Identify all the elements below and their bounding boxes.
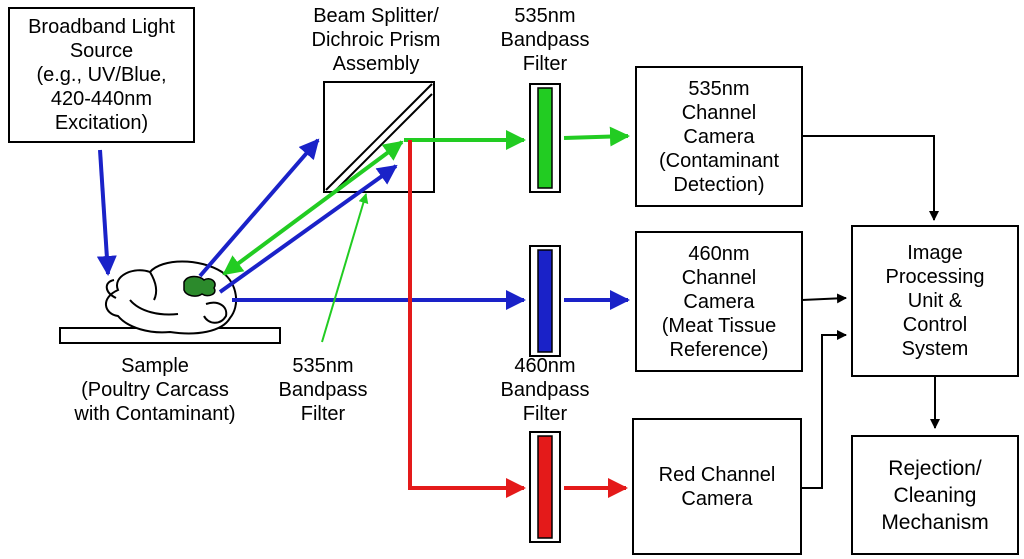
camera-535-label-line-2: Channel (681, 101, 757, 124)
camera-460-label-line-4: (Meat Tissue (661, 314, 777, 337)
light-source-label-line-1: Broadband Light (28, 16, 175, 38)
green-arrow-filter-to-camera-535 (563, 126, 630, 147)
splitter-label-line-3: Assembly (332, 53, 420, 75)
blue-arrow-sample-to-prism-upper (198, 138, 320, 278)
light-source-label-line-2: Source (69, 40, 134, 62)
filter-460-label-line-3: Filter (522, 403, 568, 425)
light-source-box (8, 7, 195, 143)
camera-535-label-line-5: Detection) (673, 173, 765, 196)
red-arrow-prism-to-red-filter (408, 140, 526, 498)
filter-535-bottom-label-line-2: Bandpass (278, 379, 368, 401)
camera-460-label-line-5: Reference) (669, 338, 769, 361)
camera-460-label-line-2: Channel (681, 266, 757, 289)
processing-unit-box (851, 225, 1019, 377)
sample-label-line-2: (Poultry Carcass (81, 379, 229, 401)
filter-535-label-pointer (321, 193, 369, 343)
filter-460-label-line-2: Bandpass (500, 379, 590, 401)
processing-unit-label-line-2: Processing (885, 266, 985, 288)
filter-535-bottom-label-line-1: 535nm (292, 355, 354, 377)
camera-red-label-line-1: Red Channel (658, 463, 776, 486)
camera-535-label-line-4: (Contaminant (658, 149, 780, 172)
camera-red-box (632, 418, 802, 555)
camera-460-label-line-1: 460nm (688, 242, 750, 265)
light-source-label-line-4: 420-440nm (50, 88, 153, 110)
green-arrow-prism-sample (222, 140, 404, 276)
splitter-label-line-1: Beam Splitter/ (313, 5, 439, 27)
processing-unit-label-line-4: Control (902, 314, 968, 336)
excitation-arrow-to-sample (96, 149, 117, 276)
beam-splitter-prism (323, 81, 435, 193)
rejection-label-line-3: Mechanism (881, 510, 989, 534)
camera-red-label-line-2: Camera (681, 487, 753, 510)
rejection-label-line-2: Cleaning (893, 483, 977, 507)
filter-535-bottom-label-line-3: Filter (300, 403, 346, 425)
camera-535-to-processing-arrow (802, 135, 939, 221)
contaminant-spot-icon (183, 275, 216, 297)
filter-535-glass (529, 83, 561, 193)
filter-535-top-label-line-3: Filter (522, 53, 568, 75)
camera-535-box (635, 66, 803, 207)
rejection-box (851, 435, 1019, 555)
camera-460-box (635, 231, 803, 372)
filter-460-glass (529, 245, 561, 357)
camera-red-to-processing-arrow (801, 330, 847, 489)
filter-460-label-line-1: 460nm (514, 355, 576, 377)
light-source-label-line-5: Excitation) (54, 112, 149, 134)
blue-arrow-sample-to-prism-lower (218, 164, 398, 294)
sample-label-line-3: with Contaminant) (74, 403, 236, 425)
poultry-carcass-icon (105, 260, 238, 335)
filter-535-top-label-line-2: Bandpass (500, 29, 590, 51)
camera-460-to-processing-arrow (801, 293, 847, 304)
camera-460-label-line-3: Camera (683, 290, 755, 313)
processing-unit-label-line-1: Image (907, 242, 963, 264)
splitter-label-line-2: Dichroic Prism (311, 29, 441, 51)
rejection-label-line-1: Rejection/ (888, 456, 982, 480)
camera-535-label-line-3: Camera (683, 125, 755, 148)
camera-535-label-line-1: 535nm (688, 77, 750, 100)
light-source-label-line-3: (e.g., UV/Blue, (36, 64, 167, 86)
filter-535-top-label-line-1: 535nm (514, 5, 576, 27)
filter-red-glass (529, 431, 561, 543)
processing-unit-label-line-5: System (901, 338, 969, 360)
processing-unit-label-line-3: Unit & (907, 290, 963, 312)
sample-label-line-1: Sample (121, 355, 189, 377)
